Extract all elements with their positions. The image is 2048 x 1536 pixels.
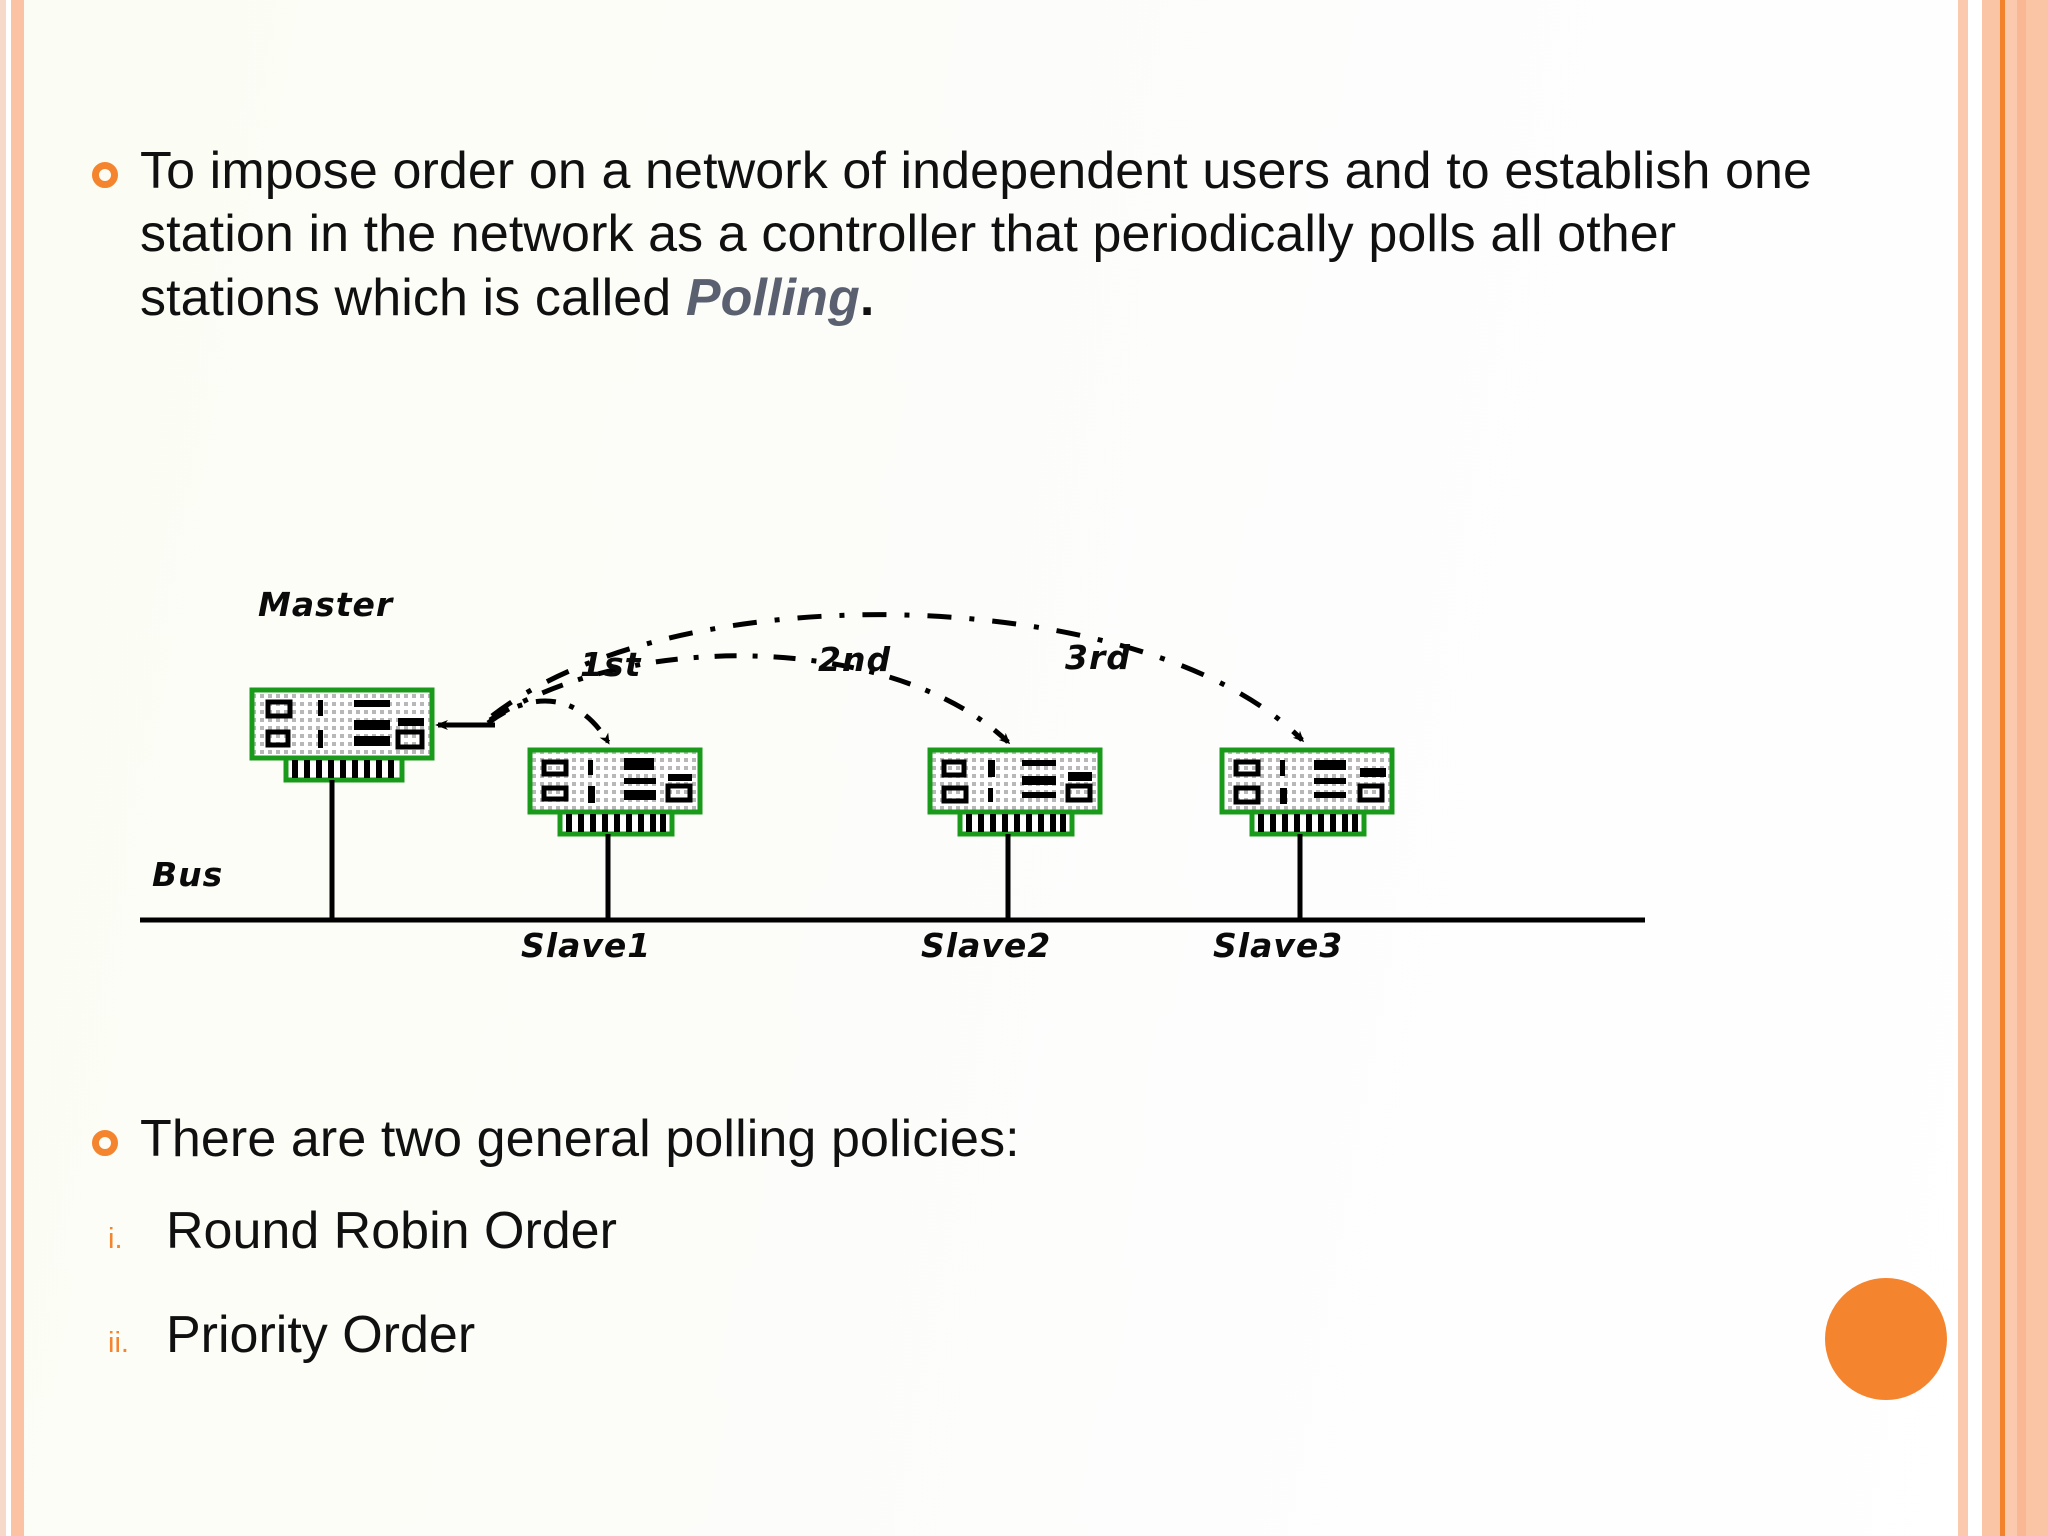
left-border-stripe-2	[6, 0, 11, 1536]
polling-bus-diagram: Master Bus 1st 2nd 3rd Slave1 Slave2 Sla…	[140, 585, 1820, 1010]
diagram-svg	[140, 612, 1645, 923]
bullet-paragraph: To impose order on a network of independ…	[140, 140, 1820, 330]
sublist-marker-i: i.	[108, 1223, 123, 1255]
ring-bullet-icon-2	[92, 1130, 118, 1156]
diagram-node-master	[249, 687, 435, 920]
left-border-stripe-1	[0, 0, 6, 1536]
diagram-label-slave1: Slave1	[521, 926, 652, 965]
diagram-node-slave1	[527, 747, 703, 920]
bullet-item-polling-definition: To impose order on a network of independ…	[92, 140, 1892, 330]
emphasis-polling: Polling	[685, 268, 860, 327]
diagram-label-order-2nd: 2nd	[818, 640, 892, 679]
right-border-stripe-6	[2017, 0, 2026, 1536]
diagram-label-bus: Bus	[152, 855, 224, 894]
right-border-stripe-3	[1982, 0, 2000, 1536]
right-border-stripe-2	[1968, 0, 1982, 1536]
diagram-node-slave3	[1219, 747, 1395, 920]
bullet-text-after: .	[859, 268, 875, 327]
diagram-node-slave2	[927, 747, 1103, 920]
diagram-label-order-3rd: 3rd	[1065, 638, 1131, 677]
right-border-stripe-7	[2026, 0, 2048, 1536]
sublist-label-round-robin: Round Robin Order	[166, 1202, 617, 1260]
right-border-stripe-1	[1958, 0, 1968, 1536]
sublist-label-priority: Priority Order	[166, 1306, 476, 1364]
bullet-text-before: To impose order on a network of independ…	[140, 142, 1813, 327]
right-border-stripe-5	[2005, 0, 2017, 1536]
bullet-item-policies: There are two general polling policies:	[92, 1108, 1792, 1171]
ring-bullet-icon	[92, 162, 118, 188]
sublist-marker-ii: ii.	[108, 1327, 129, 1359]
decorative-orange-circle	[1825, 1278, 1947, 1400]
bullet-paragraph-2: There are two general polling policies:	[140, 1110, 1020, 1168]
diagram-label-slave3: Slave3	[1213, 926, 1344, 965]
diagram-label-slave2: Slave2	[921, 926, 1052, 965]
sublist-item-priority: ii. Priority Order	[92, 1309, 475, 1361]
diagram-poll-arc-2nd	[488, 653, 1011, 745]
left-border-stripe-3	[11, 0, 24, 1536]
right-border-stripe-accent	[2000, 0, 2005, 1536]
diagram-label-order-1st: 1st	[580, 645, 642, 684]
diagram-label-master: Master	[258, 585, 394, 624]
sublist-item-round-robin: i. Round Robin Order	[92, 1205, 617, 1257]
